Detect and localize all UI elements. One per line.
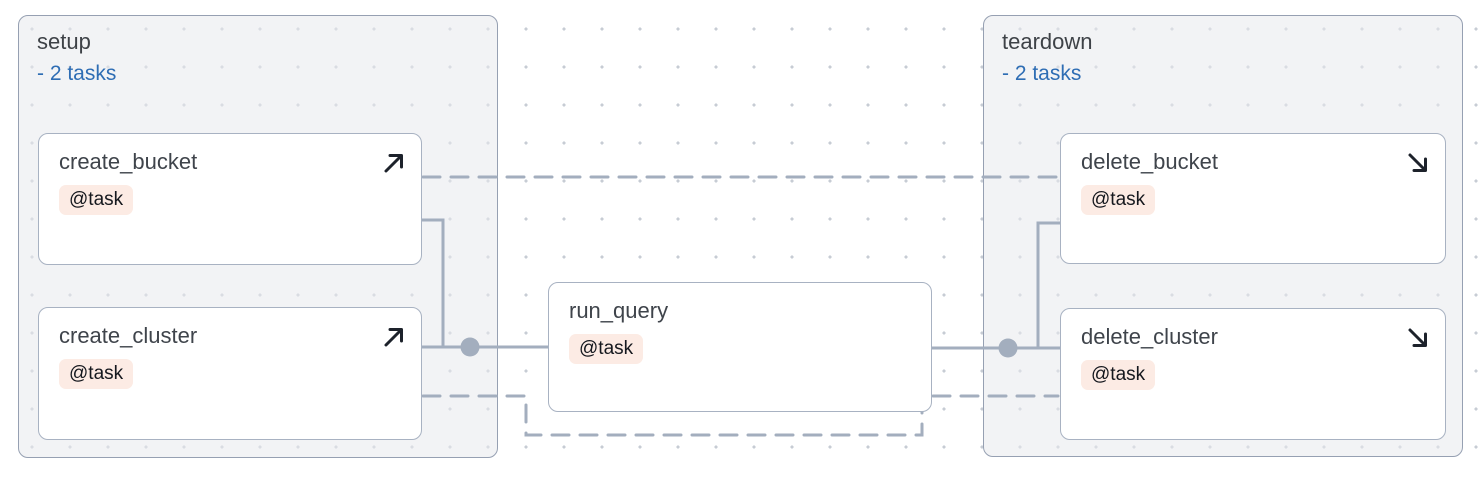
task-name: create_bucket — [59, 149, 198, 174]
arrow-down-right-icon — [1405, 150, 1431, 176]
edge-junction-dot-left — [460, 337, 480, 357]
task-decorator-badge: @task — [1081, 184, 1156, 216]
arrow-up-right-icon — [381, 150, 407, 176]
task-node-delete-cluster[interactable]: delete_cluster @task — [1060, 308, 1446, 440]
arrow-down-right-icon — [1405, 325, 1431, 351]
task-node-create-bucket[interactable]: create_bucket @task — [38, 133, 422, 265]
task-node-delete-bucket[interactable]: delete_bucket @task — [1060, 133, 1446, 264]
edge-junction-to-delete-bucket — [1036, 221, 1061, 348]
task-name: delete_cluster — [1081, 324, 1218, 349]
group-collapse-toggle[interactable]: - 2 tasks — [37, 62, 117, 85]
task-decorator-badge: @task — [59, 184, 134, 216]
task-node-run-query[interactable]: run_query @task — [548, 282, 932, 412]
group-title: teardown — [1002, 29, 1093, 54]
task-decorator-badge: @task — [1081, 359, 1156, 391]
group-collapse-toggle[interactable]: - 2 tasks — [1002, 62, 1082, 85]
task-decorator-badge: @task — [569, 333, 644, 365]
edge-create-cluster-to-delete-cluster-dashed — [421, 394, 1060, 437]
task-decorator-badge: @task — [59, 358, 134, 390]
arrow-up-right-icon — [381, 324, 407, 350]
task-name: delete_bucket — [1081, 149, 1218, 174]
edge-create-bucket-to-junction — [422, 218, 445, 347]
edge-junction-dot-right — [998, 338, 1018, 358]
group-title: setup — [37, 29, 91, 54]
task-name: run_query — [569, 298, 669, 323]
task-name: create_cluster — [59, 323, 198, 348]
task-node-create-cluster[interactable]: create_cluster @task — [38, 307, 422, 440]
